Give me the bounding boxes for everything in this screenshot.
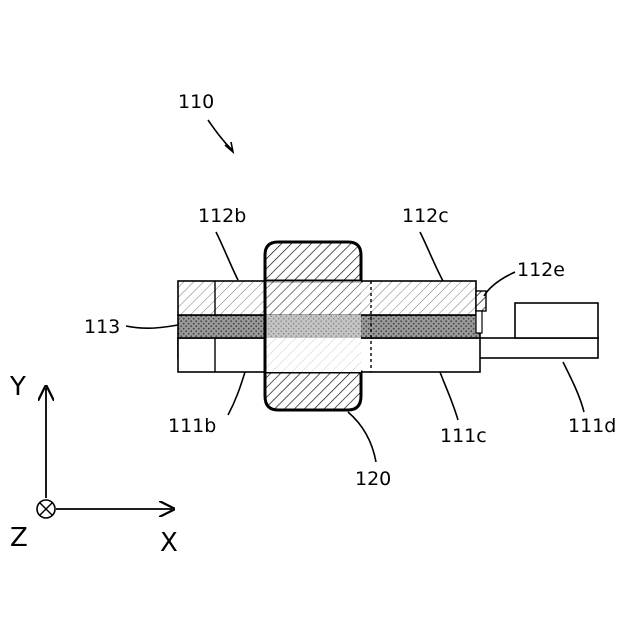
label-111c: 111c [440,425,487,447]
connector-block [515,303,598,338]
leader-112c [420,232,443,281]
leader-111d [563,362,584,412]
leader-111c [440,372,458,420]
label-120: 120 [355,468,391,490]
part-112e-lower [476,311,482,333]
leader-112e [484,272,515,296]
label-111d: 111d [568,415,616,437]
core-120-bottom [265,372,361,410]
axis-label-y: Y [9,372,26,402]
core-120-top [265,242,361,281]
label-112e: 112e [517,259,565,281]
leader-113 [126,325,178,328]
leader-111b [228,372,245,415]
label-112b: 112b [198,205,246,227]
label-112c: 112c [402,205,449,227]
core-in-113 [265,315,361,338]
leader-112b [216,232,238,280]
core-in-112 [265,281,361,315]
assembly-leader [208,120,232,150]
assembly-label: 110 [178,91,214,113]
leader-120 [348,412,376,462]
label-113: 113 [84,316,120,338]
axis-label-x: X [160,528,178,558]
core-in-111 [265,338,361,372]
axis-label-z: Z [10,523,28,553]
label-111b: 111b [168,415,216,437]
